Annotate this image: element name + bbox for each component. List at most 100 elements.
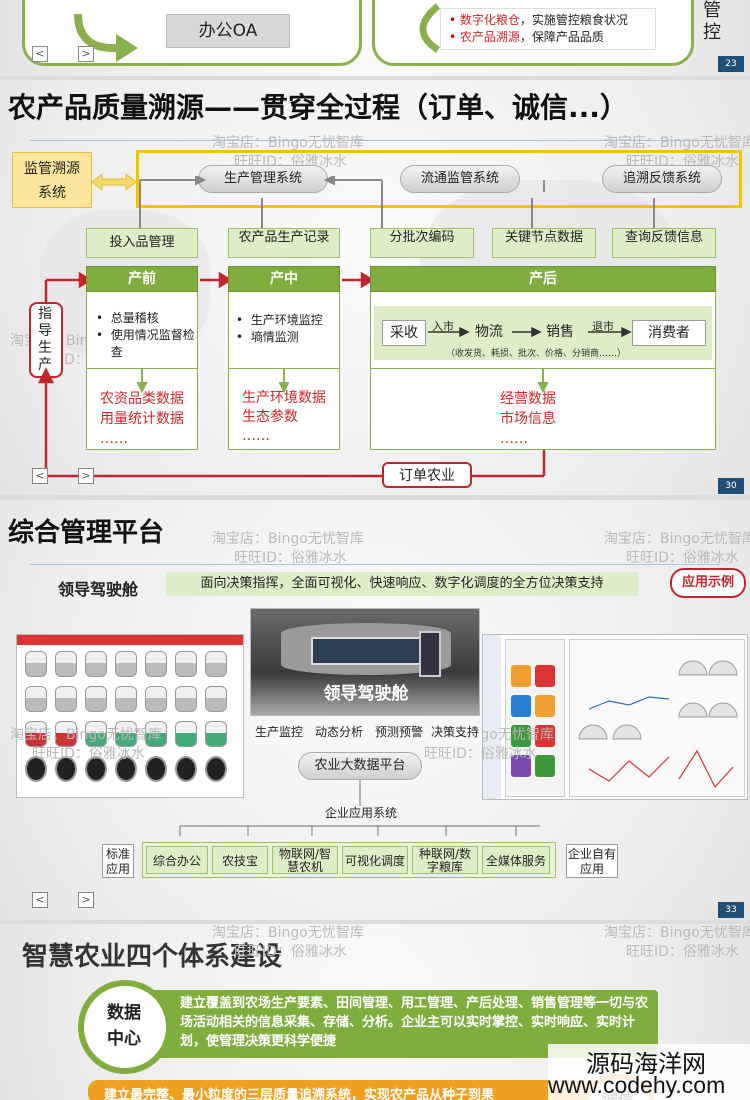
cockpit-label: 领导驾驶舱 <box>58 580 139 599</box>
app-cell: 物联网/智慧农机 <box>272 846 338 874</box>
curved-arrow-icon <box>74 13 138 62</box>
tank-gauge-icon <box>175 651 197 677</box>
cockpit-render: 领导驾驶舱 <box>250 608 480 716</box>
next-slide-button[interactable]: > <box>78 46 94 62</box>
dial-gauge-icon <box>115 756 137 782</box>
tank-gauge-icon <box>85 651 107 677</box>
slide-management-platform: 综合管理平台 淘宝店：Bingo无忧智库旺旺ID：俗雅冰水 淘宝店：Bingo无… <box>0 500 750 920</box>
tank-gauge-icon <box>205 686 227 712</box>
divider <box>86 368 198 369</box>
bullet-digital-granary: 数字化粮仓 <box>459 13 520 27</box>
oa-bullets: • 数字化粮仓，实施管控粮食状况 • 农产品溯源，保障产品品质 <box>440 8 656 50</box>
system-connectors <box>139 176 655 228</box>
tank-gauge-icon <box>25 721 47 747</box>
tank-gauge-icon <box>115 651 137 677</box>
next-slide-button[interactable]: > <box>78 468 94 484</box>
app-tile-icon <box>511 665 531 687</box>
enterprise-apps-label: 企业应用系统 <box>324 806 397 820</box>
flow-note: （收发货、耗损、批次、价格、分销商……） <box>446 349 627 359</box>
page-number: 30 <box>718 478 744 494</box>
stage-mid-head: 产中 <box>228 266 340 292</box>
data-center-desc: 建立覆盖到农场生产要素、田间管理、用工管理、产后处理、销售管理等一切与农场活动相… <box>180 996 649 1049</box>
tank-gauge-icon <box>145 686 167 712</box>
next-slide-button[interactable]: > <box>78 892 94 908</box>
data-center-circle <box>78 980 172 1074</box>
timeline-line <box>30 140 720 141</box>
tank-gauge-icon <box>115 721 137 747</box>
tank-gauge-icon <box>145 721 167 747</box>
label-batch-coding: 分批次编码 <box>370 228 474 258</box>
dial-gauge-icon <box>145 756 167 782</box>
order-agriculture: 订单农业 <box>382 462 472 488</box>
app-tile-icon <box>511 725 531 747</box>
page-number: 33 <box>718 902 744 918</box>
app-tile-icon <box>535 665 555 687</box>
oa-label: 办公OA <box>166 14 290 48</box>
dial-gauge-icon <box>175 756 197 782</box>
dial-gauge-icon <box>25 756 47 782</box>
example-badge: 应用示例 <box>670 568 746 598</box>
yellow-frame <box>136 150 742 208</box>
app-tile-icon <box>511 695 531 717</box>
tank-gauge-icon <box>85 686 107 712</box>
tank-gauge-icon <box>115 686 137 712</box>
tank-gauge-icon <box>25 686 47 712</box>
label-query-feedback: 查询反馈信息 <box>612 228 716 258</box>
cockpit-caption: 领导驾驶舱 <box>323 684 409 704</box>
dial-gauge-icon <box>55 756 77 782</box>
tank-gauge-icon <box>85 721 107 747</box>
prev-slide-button[interactable]: < <box>32 892 48 908</box>
app-cell: 全媒体服务 <box>482 846 550 874</box>
data-center-label: 数据中心 <box>107 1003 141 1049</box>
trace-strip <box>88 1080 628 1100</box>
stage-post-head: 产后 <box>370 266 716 292</box>
tank-gauge-icon <box>55 651 77 677</box>
timeline-line <box>30 564 720 565</box>
page-title: 农产品质量溯源——贯穿全过程（订单、诚信...） <box>8 91 628 124</box>
brand-url: www.codehy.com <box>548 1072 726 1098</box>
flow-sales: 销售 <box>546 324 574 340</box>
slide-quality-traceability: 农产品质量溯源——贯穿全过程（订单、诚信...） 淘宝店：Bingo无忧智库旺旺… <box>0 80 750 495</box>
trace-feedback-system: 追溯反馈系统 <box>602 165 722 193</box>
slide-four-systems: 智慧农业四个体系建设 淘宝店：Bingo无忧智库旺旺ID：俗雅冰水 淘宝店：Bi… <box>0 924 750 1100</box>
down-arrows <box>136 369 549 394</box>
app-tile-icon <box>535 695 555 717</box>
stage-mid <box>228 266 340 450</box>
guide-production-text: 指导生产 <box>38 306 52 373</box>
page-number: 23 <box>718 56 744 72</box>
tank-gauge-icon <box>175 721 197 747</box>
tank-gauge-icon <box>145 651 167 677</box>
tank-gauge-icon <box>55 686 77 712</box>
label-key-node-data: 关键节点数据 <box>492 228 596 258</box>
tank-gauge-icon <box>55 721 77 747</box>
app-tile-icon <box>511 755 531 777</box>
tank-gauge-icon <box>25 651 47 677</box>
label-input-mgmt: 投入品管理 <box>86 228 198 258</box>
bullet-traceability: 农产品溯源 <box>459 30 520 44</box>
tank-gauge-icon <box>205 651 227 677</box>
connector-lines <box>179 780 540 836</box>
cockpit-desc: 面向决策指挥，全面可视化、快速响应、数字化调度的全方位决策支持 <box>166 572 638 596</box>
app-cell: 农技宝 <box>212 846 268 874</box>
trace-text: 建立最完整、最小粒度的三层质量追溯系统，实现农产品从种子到果 <box>104 1088 495 1100</box>
curved-arrow-icon <box>419 3 441 53</box>
stage-pre-head: 产前 <box>86 266 198 292</box>
stage-pre <box>86 266 198 450</box>
app-cell: 综合办公 <box>146 846 208 874</box>
divider <box>370 368 716 369</box>
func-dynamic-analysis: 动态分析 <box>310 722 368 744</box>
flow-logistics: 物流 <box>475 324 503 340</box>
flow-tag-enter: 入市 <box>432 320 454 333</box>
app-cell: 可视化调度 <box>342 846 408 874</box>
func-forecast-alert: 预测预警 <box>370 722 428 744</box>
app-tile-icon <box>535 725 555 747</box>
brand-watermark <box>548 1044 750 1100</box>
func-decision-support: 决策支持 <box>428 722 482 744</box>
side-text-control: 管控 <box>703 0 721 43</box>
tag-own-apps: 企业自有应用 <box>566 844 618 878</box>
app-cell: 种联网/数字粮库 <box>412 846 478 874</box>
divider <box>228 368 340 369</box>
prev-slide-button[interactable]: < <box>32 468 48 484</box>
prev-slide-button[interactable]: < <box>32 46 48 62</box>
flow-harvest: 采收 <box>382 320 426 346</box>
